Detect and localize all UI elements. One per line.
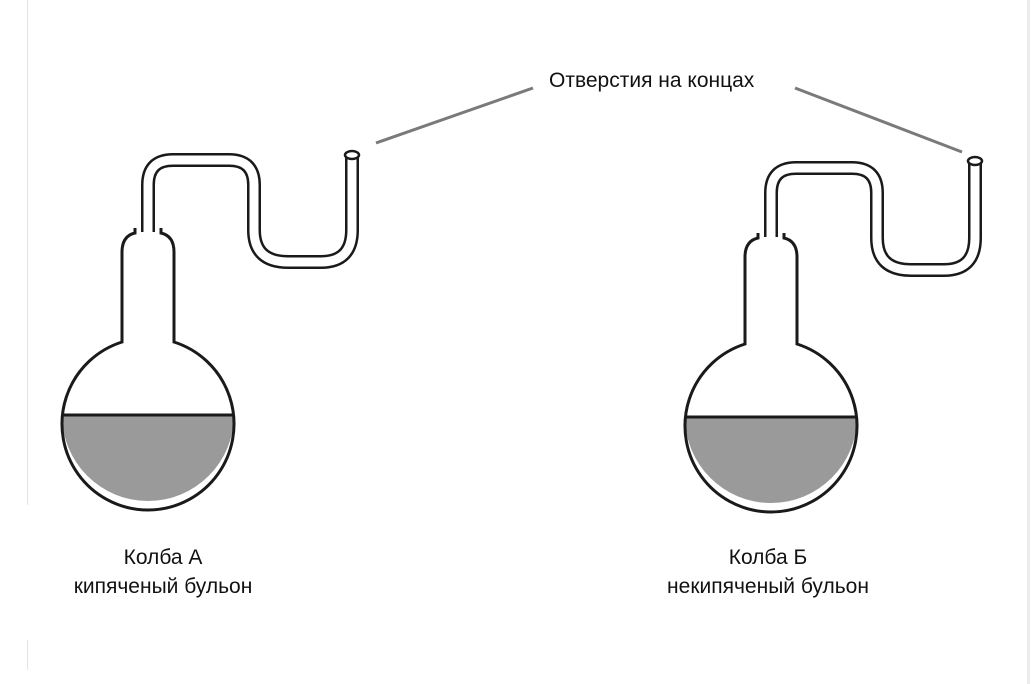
right-frame-line (1027, 0, 1030, 684)
leader-line-b (794, 86, 963, 154)
opening-b (966, 155, 984, 167)
left-frame-line (27, 0, 28, 505)
flask-a-caption: Колба А кипяченый бульон (58, 543, 268, 601)
left-frame-line-lower (27, 640, 28, 670)
flask-a-title: Колба А (123, 546, 203, 569)
flask-a (60, 149, 361, 512)
flask-b-title: Колба Б (728, 546, 808, 569)
flask-b (683, 155, 984, 514)
flask-b-caption: Колба Б некипяченый бульон (648, 543, 888, 601)
flask-b-contents: некипяченый бульон (667, 575, 869, 598)
broth-b (685, 417, 857, 503)
broth-a (62, 415, 234, 501)
flask-a-contents: кипяченый бульон (73, 575, 253, 598)
opening-a (343, 149, 361, 161)
leader-line-a (375, 86, 534, 145)
flask-a-body (60, 228, 236, 512)
openings-callout-label: Отверстия на концах (549, 69, 755, 92)
flask-b-body (683, 233, 859, 514)
